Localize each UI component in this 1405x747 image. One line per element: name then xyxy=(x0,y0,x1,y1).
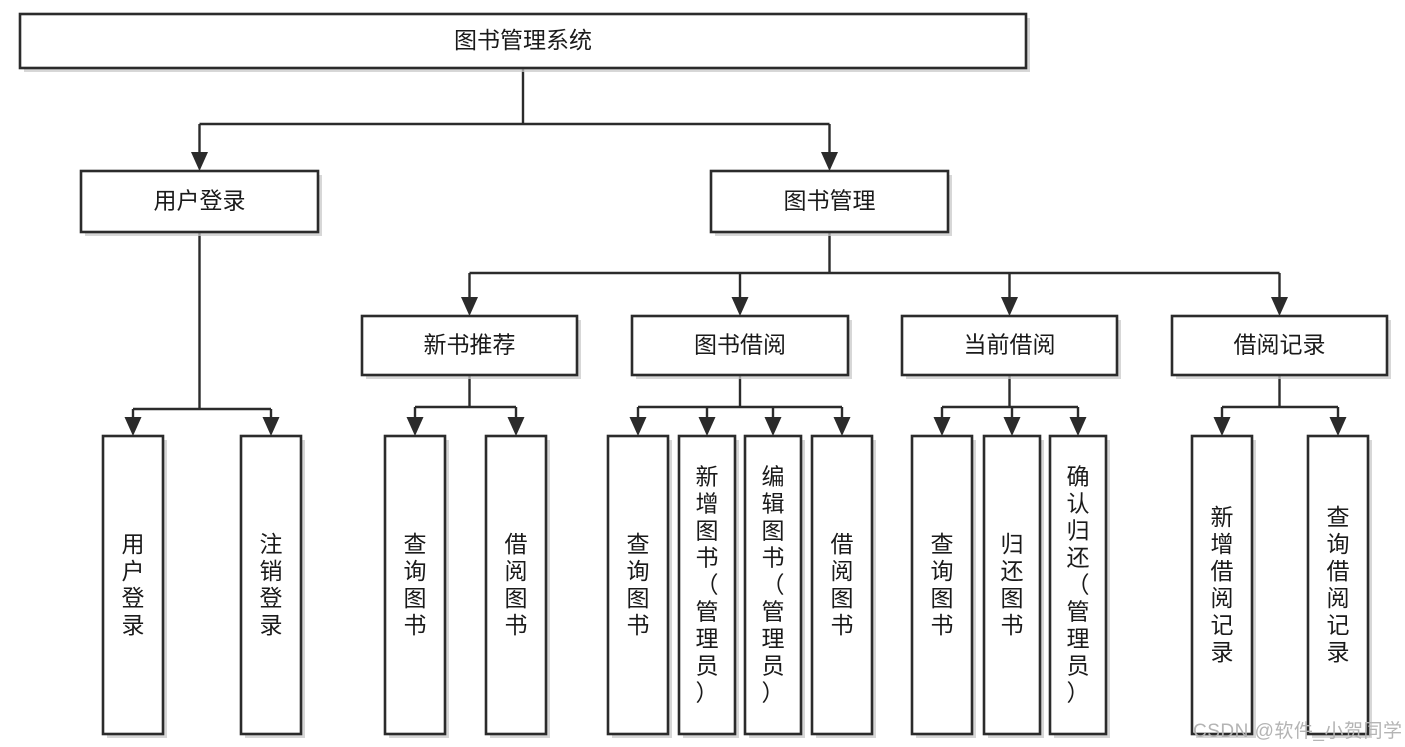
arrow-icon-leaf-add-borrow-record xyxy=(1213,417,1231,436)
node-leaf-add-borrow-record[interactable]: 新增借阅记录 xyxy=(1190,434,1256,738)
arrow-icon-leaf-user-login xyxy=(124,417,142,436)
node-label: 新书推荐 xyxy=(424,332,516,358)
node-root[interactable]: 图书管理系统 xyxy=(18,12,1030,72)
node-label: 查询图书 xyxy=(404,531,427,638)
arrow-icon-leaf-query-book-1 xyxy=(406,417,424,436)
arrow-icon-leaf-borrow-book-1 xyxy=(507,417,525,436)
node-book-borrow[interactable]: 图书借阅 xyxy=(630,314,852,379)
arrow-icon-leaf-confirm-return xyxy=(1069,417,1087,436)
csdn-watermark: CSDN @软件_小贺同学 xyxy=(1193,721,1403,742)
node-label: 图书借阅 xyxy=(694,332,786,358)
node-leaf-logout-login[interactable]: 注销登录 xyxy=(239,434,305,738)
node-leaf-confirm-return[interactable]: 确认归还（管理员） xyxy=(1048,434,1110,738)
node-label: 确认归还（管理员） xyxy=(1067,464,1090,706)
arrow-icon-leaf-borrow-book-2 xyxy=(833,417,851,436)
node-label: 查询图书 xyxy=(931,531,954,638)
node-leaf-borrow-book-1[interactable]: 借阅图书 xyxy=(484,434,550,738)
node-current-borrow[interactable]: 当前借阅 xyxy=(900,314,1121,379)
node-borrow-record[interactable]: 借阅记录 xyxy=(1170,314,1391,379)
arrow-icon-book-borrow xyxy=(731,297,749,316)
node-label: 借阅图书 xyxy=(831,531,854,638)
arrow-icon-leaf-logout-login xyxy=(262,417,280,436)
node-label: 查询借阅记录 xyxy=(1327,504,1350,665)
node-leaf-query-book-1[interactable]: 查询图书 xyxy=(383,434,449,738)
arrow-icon-new-book-recommend xyxy=(461,297,478,316)
node-leaf-query-book-2[interactable]: 查询图书 xyxy=(606,434,672,738)
arrow-icon-leaf-query-borrow-record xyxy=(1329,417,1347,436)
node-label: 借阅记录 xyxy=(1234,332,1326,358)
arrow-icon-leaf-add-book xyxy=(698,417,716,436)
node-label: 新增图书（管理员） xyxy=(696,464,719,706)
node-leaf-user-login[interactable]: 用户登录 xyxy=(101,434,167,738)
arrow-icon-leaf-query-book-3 xyxy=(933,417,951,436)
node-leaf-query-book-3[interactable]: 查询图书 xyxy=(910,434,976,738)
node-leaf-edit-book[interactable]: 编辑图书（管理员） xyxy=(743,434,805,738)
arrow-icon-current-borrow xyxy=(1001,297,1018,316)
node-new-book-recommend[interactable]: 新书推荐 xyxy=(360,314,581,379)
node-label: 当前借阅 xyxy=(964,332,1056,358)
node-label: 借阅图书 xyxy=(505,531,528,638)
node-leaf-add-book[interactable]: 新增图书（管理员） xyxy=(677,434,739,738)
node-leaf-return-book[interactable]: 归还图书 xyxy=(982,434,1044,738)
node-label: 图书管理系统 xyxy=(454,27,592,53)
arrow-icon-borrow-record xyxy=(1271,297,1288,316)
node-label: 编辑图书（管理员） xyxy=(762,464,785,706)
arrow-icon-leaf-edit-book xyxy=(764,417,782,436)
node-label: 归还图书 xyxy=(1001,531,1024,638)
node-label: 图书管理 xyxy=(784,188,876,214)
node-leaf-query-borrow-record[interactable]: 查询借阅记录 xyxy=(1306,434,1372,738)
arrow-icon-book-management xyxy=(821,152,838,171)
arrow-icon-leaf-return-book xyxy=(1003,417,1021,436)
arrow-icon-leaf-query-book-2 xyxy=(629,417,647,436)
node-label: 用户登录 xyxy=(154,188,246,214)
node-book-management[interactable]: 图书管理 xyxy=(709,169,952,236)
arrow-icon-user-login xyxy=(191,152,208,171)
node-label: 用户登录 xyxy=(122,531,145,638)
node-label: 新增借阅记录 xyxy=(1211,504,1234,665)
node-label: 注销登录 xyxy=(260,531,283,638)
connectors-layer xyxy=(124,68,1347,436)
node-leaf-borrow-book-2[interactable]: 借阅图书 xyxy=(810,434,876,738)
node-label: 查询图书 xyxy=(627,531,650,638)
nodes-layer: 图书管理系统用户登录图书管理新书推荐图书借阅当前借阅借阅记录用户登录注销登录查询… xyxy=(18,12,1391,738)
node-user-login[interactable]: 用户登录 xyxy=(79,169,322,236)
